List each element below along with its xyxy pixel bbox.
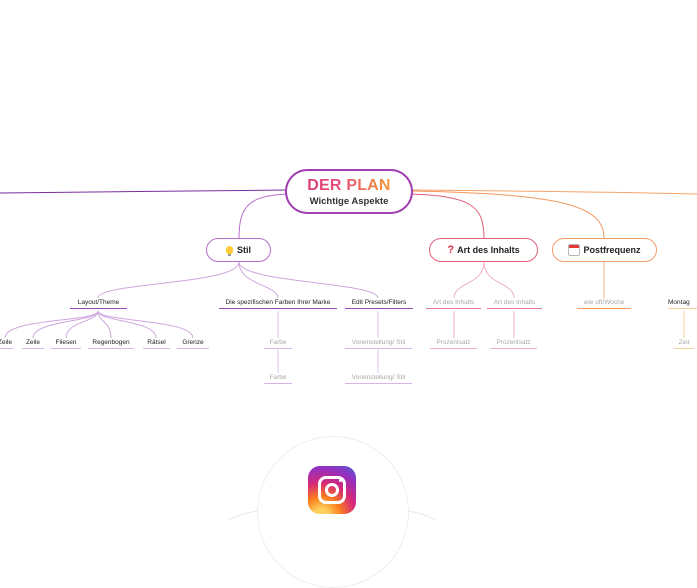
instagram-dot [339, 479, 342, 482]
layout-item[interactable]: Grenze [177, 338, 209, 349]
root-subtitle: Wichtige Aspekte [309, 196, 389, 207]
layout-item[interactable]: Zeile [0, 338, 13, 349]
prozentsatz-item[interactable]: Prozentsatz [430, 338, 477, 349]
subnode-marken-farben[interactable]: Die spezifischen Farben Ihrer Marke [219, 298, 337, 309]
question-mark-icon: ? [447, 244, 455, 256]
instagram-lens [325, 483, 339, 497]
branch-art-label: Art des Inhalts [457, 245, 520, 255]
subnode-layout-theme[interactable]: Layout/Theme [70, 298, 127, 309]
voreinstellung-item[interactable]: Voreinstellung/ Stil [345, 338, 412, 349]
subnode-wie-oft-woche[interactable]: wie oft/Woche [577, 298, 631, 309]
farbe-item[interactable]: Farbe [264, 373, 292, 384]
branch-stil-label: Stil [236, 245, 251, 255]
instagram-frame [318, 476, 346, 504]
lightbulb-icon [225, 246, 233, 256]
subnode-art-des-inhalts[interactable]: Art des Inhalts [487, 298, 542, 309]
branch-art-des-inhalts[interactable]: ? Art des Inhalts [429, 238, 538, 262]
prozentsatz-item[interactable]: Prozentsatz [490, 338, 537, 349]
layout-item[interactable]: Zeile [22, 338, 44, 349]
farbe-item[interactable]: Farbe [264, 338, 292, 349]
voreinstellung-item[interactable]: Voreinstellung/ Stil [345, 373, 412, 384]
subnode-art-des-inhalts[interactable]: Art des Inhalts [426, 298, 481, 309]
connector-lines [0, 189, 697, 520]
instagram-icon[interactable] [308, 466, 356, 514]
branch-post-label: Postfrequenz [583, 245, 641, 255]
root-node[interactable]: DER PLAN Wichtige Aspekte [285, 169, 413, 214]
subnode-montag[interactable]: Montag [668, 298, 697, 309]
root-title: DER PLAN [287, 177, 411, 195]
layout-item[interactable]: Fliesen [51, 338, 81, 349]
zeit-item[interactable]: Zeit [674, 338, 694, 349]
subnode-edit-presets[interactable]: Edit Presets/Filters [345, 298, 413, 309]
branch-postfrequenz[interactable]: Postfrequenz [552, 238, 657, 262]
layout-item[interactable]: Regenbogen [88, 338, 134, 349]
layout-item[interactable]: Rätsel [143, 338, 170, 349]
calendar-icon [568, 244, 581, 256]
branch-stil[interactable]: Stil [206, 238, 271, 262]
